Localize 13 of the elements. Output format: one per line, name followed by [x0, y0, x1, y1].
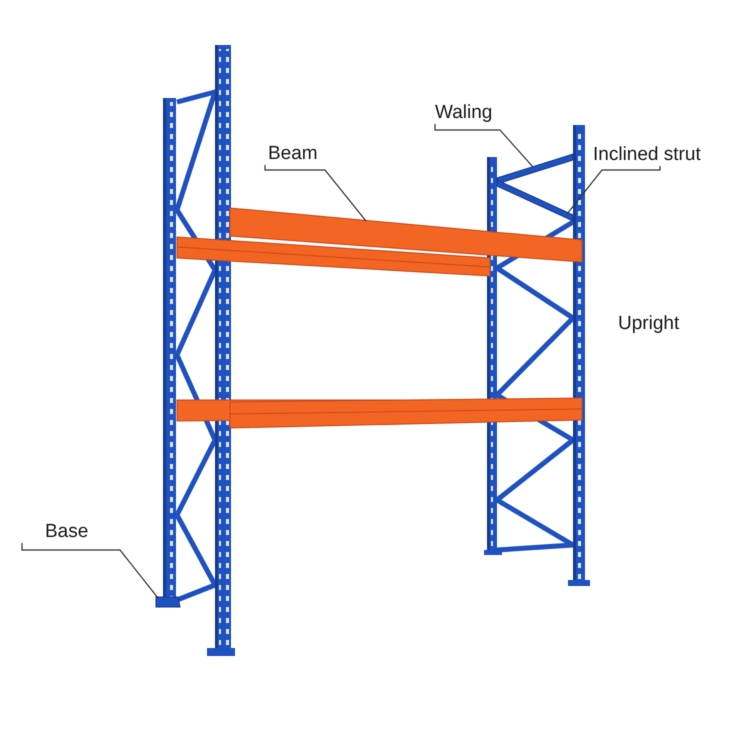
leader-line: [264, 165, 366, 222]
beam: [230, 207, 582, 263]
part-label: Upright: [618, 313, 680, 335]
part-label: Waling: [435, 102, 492, 124]
part-label: Beam: [268, 143, 318, 165]
part-label: Inclined strut: [593, 144, 701, 166]
inclined-strut-brace: [496, 179, 574, 222]
waling-brace: [496, 153, 574, 185]
base-plate: [156, 596, 181, 608]
leader-line: [21, 543, 158, 598]
part-label: Base: [45, 521, 88, 543]
leader-line: [566, 166, 661, 214]
leader-line: [434, 124, 534, 168]
